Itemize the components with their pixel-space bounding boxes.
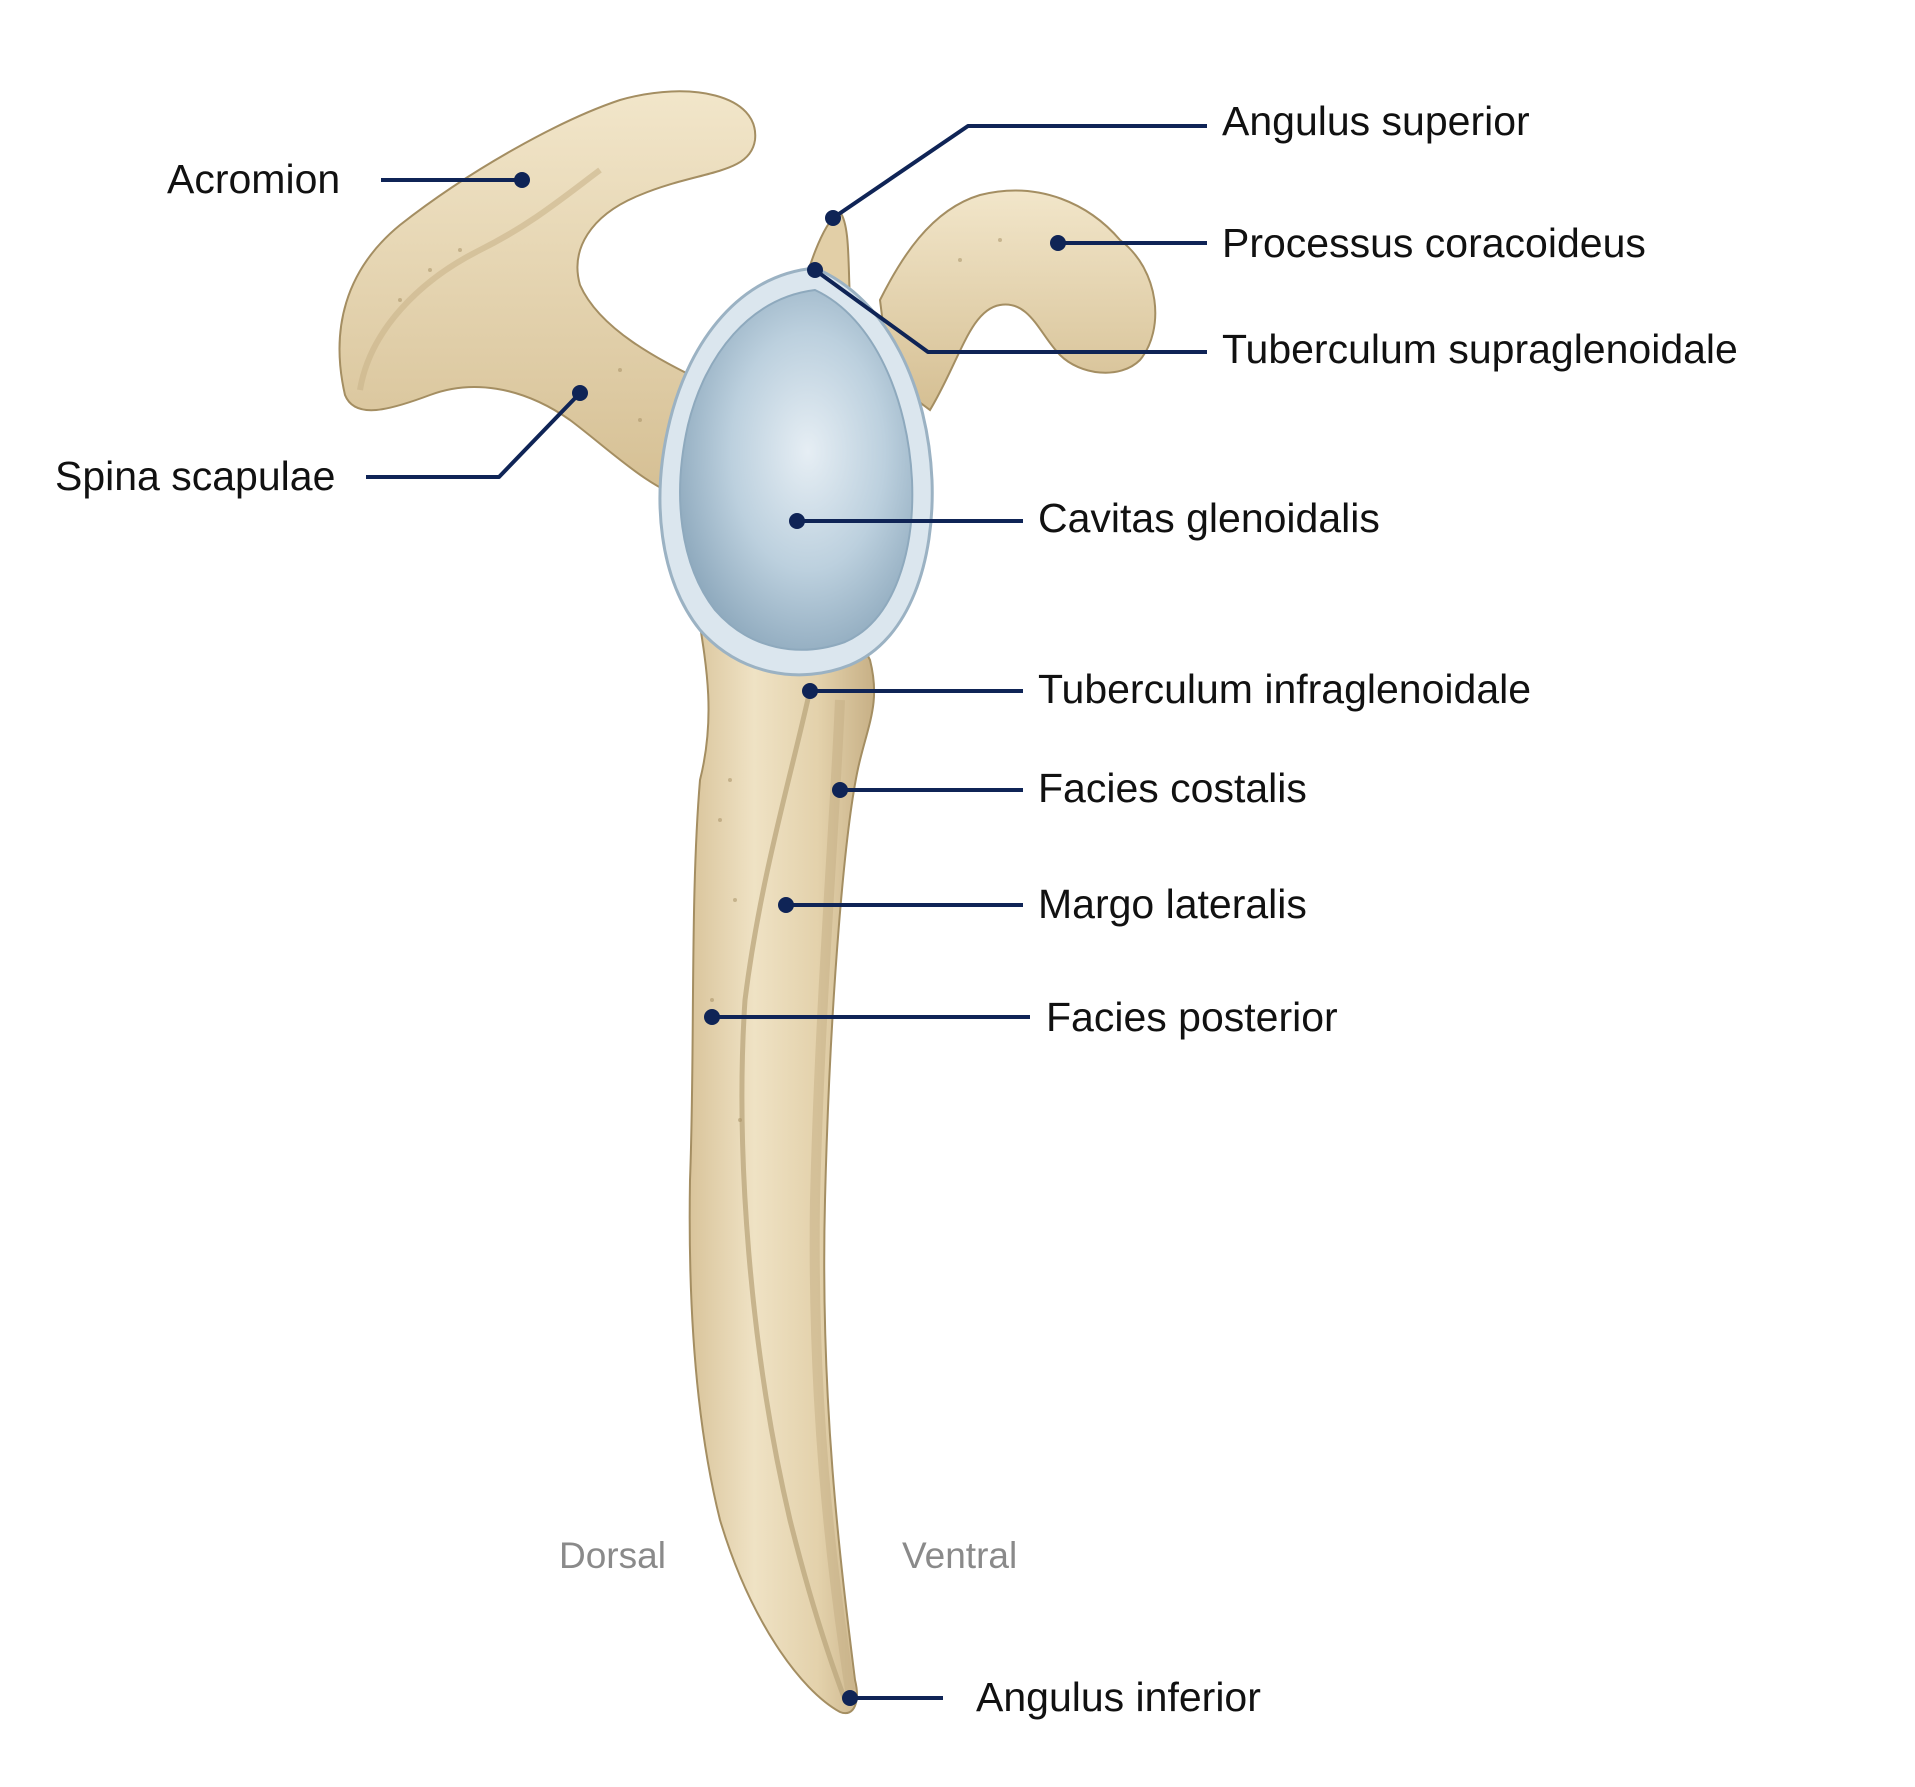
bone-texture-dots bbox=[398, 238, 1002, 1122]
label-angulus-inferior: Angulus inferior bbox=[976, 1674, 1261, 1720]
label-processus-coracoideus: Processus coracoideus bbox=[1222, 220, 1646, 266]
dot-processus-coracoideus bbox=[1050, 235, 1066, 251]
dot-facies-costalis bbox=[832, 782, 848, 798]
dot-facies-posterior bbox=[704, 1009, 720, 1025]
label-tuberculum-infraglenoidale: Tuberculum infraglenoidale bbox=[1038, 666, 1531, 712]
label-acromion: Acromion bbox=[167, 156, 340, 202]
dot-spina-scapulae bbox=[572, 385, 588, 401]
dot-tuberculum-infraglenoidale bbox=[802, 683, 818, 699]
dot-cavitas-glenoidalis bbox=[789, 513, 805, 529]
leader-dots bbox=[514, 172, 1066, 1706]
facies-costalis-shadow bbox=[809, 699, 855, 1691]
label-margo-lateralis: Margo lateralis bbox=[1038, 881, 1307, 927]
dot-acromion bbox=[514, 172, 530, 188]
leader-lines bbox=[366, 124, 1207, 1700]
glenoid-cavity-shape bbox=[679, 288, 914, 651]
orientation-dorsal: Dorsal bbox=[559, 1535, 666, 1576]
scapula-body-shape bbox=[688, 557, 876, 1715]
leader-spina-scapulae bbox=[366, 391, 582, 479]
label-angulus-superior: Angulus superior bbox=[1222, 98, 1530, 144]
label-spina-scapulae: Spina scapulae bbox=[55, 453, 335, 499]
acromion-shading bbox=[357, 167, 602, 391]
dot-angulus-superior bbox=[825, 210, 841, 226]
label-cavitas-glenoidalis: Cavitas glenoidalis bbox=[1038, 495, 1380, 541]
acromion-shape bbox=[338, 90, 757, 502]
coracoid-shape bbox=[878, 189, 1157, 412]
scapula-bone-illustration bbox=[338, 90, 1157, 1715]
labels: Acromion Spina scapulae Angulus superior… bbox=[55, 98, 1738, 1720]
label-facies-costalis: Facies costalis bbox=[1038, 765, 1307, 811]
leader-angulus-superior bbox=[831, 124, 1207, 220]
dot-angulus-inferior bbox=[842, 1690, 858, 1706]
label-tuberculum-supraglenoidale: Tuberculum supraglenoidale bbox=[1222, 326, 1738, 372]
margo-lateralis-ridge bbox=[739, 689, 848, 1701]
leader-tuberculum-supraglenoidale bbox=[813, 268, 1207, 354]
dot-tuberculum-supraglenoidale bbox=[807, 262, 823, 278]
dot-margo-lateralis bbox=[778, 897, 794, 913]
label-facies-posterior: Facies posterior bbox=[1046, 994, 1338, 1040]
orientation-ventral: Ventral bbox=[902, 1535, 1017, 1576]
